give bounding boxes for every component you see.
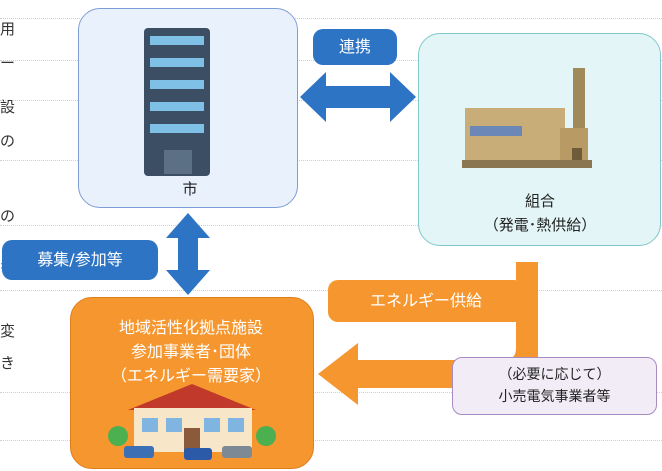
bg-dotted-line [0, 160, 662, 161]
bg-dotted-line [0, 225, 662, 226]
facility-sublabel: （エネルギー需要家） [110, 366, 271, 385]
side-text-char: の [0, 132, 16, 150]
renkei-tag: 連携 [313, 29, 397, 65]
side-text-char: 用 [0, 20, 16, 38]
side-text-char: ー [0, 54, 16, 72]
renkei-double-arrow [300, 72, 416, 122]
union-label: 組合 [524, 192, 555, 210]
retailer-box: （必要に応じて） 小売電気事業者等 [452, 357, 657, 415]
union-sublabel: （発電･熱供給） [483, 216, 597, 234]
energy-supply-tag: エネルギー供給 [328, 280, 524, 322]
facility-label: 地域活性化拠点施設 [118, 318, 263, 337]
boshu-tag: 募集/参加等 [2, 240, 158, 280]
facility-sublabel: 参加事業者･団体 [130, 342, 251, 361]
side-text-char: き [0, 354, 16, 372]
side-text-char: 変 [0, 322, 16, 340]
bg-dotted-line [0, 392, 662, 393]
retailer-label: 小売電気事業者等 [498, 389, 611, 405]
side-text-char: の [0, 207, 16, 225]
side-text-char: 設 [0, 98, 16, 116]
retailer-note: （必要に応じて） [498, 367, 611, 383]
bg-dotted-line [0, 440, 662, 441]
city-label: 市 [182, 180, 198, 198]
bg-dotted-line [0, 18, 662, 19]
boshu-double-arrow [166, 213, 210, 295]
